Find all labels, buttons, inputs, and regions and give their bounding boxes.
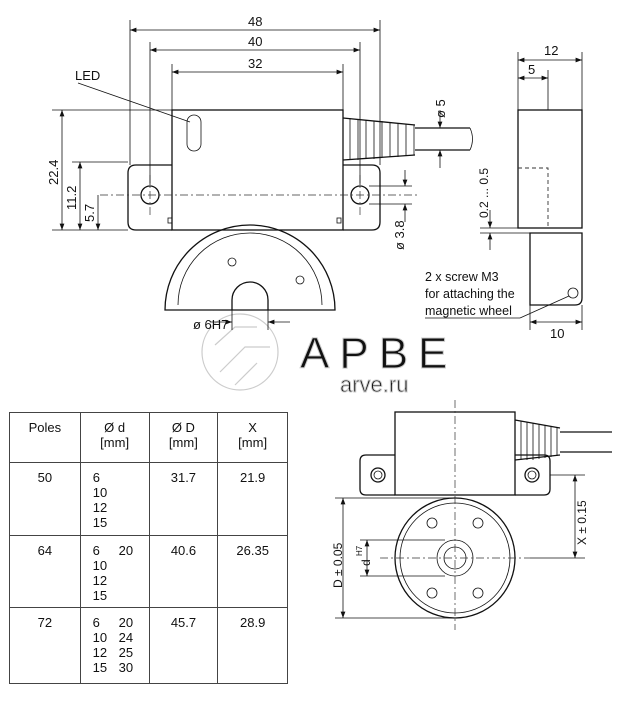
dim-gap: 0.2 ... 0.5 — [477, 168, 491, 218]
dim-48: 48 — [248, 14, 262, 29]
dim-d: d — [359, 559, 373, 566]
dim-5-7: 5.7 — [82, 204, 97, 222]
header-D: Ø D[mm] — [149, 413, 219, 463]
header-X: X[mm] — [218, 413, 288, 463]
cell-poles: 72 — [10, 608, 81, 684]
dim-hole-dia: ø 3.8 — [392, 220, 407, 250]
watermark-text: APBE — [300, 329, 457, 378]
note-line-1: 2 x screw M3 — [425, 270, 499, 284]
dim-10: 10 — [550, 326, 564, 341]
dim-bore: ø 6H7 — [193, 317, 228, 332]
header-poles: Poles — [10, 413, 81, 463]
watermark: APBE arve.ru — [201, 313, 457, 398]
watermark-url: arve.ru — [340, 372, 408, 397]
dim-D: D ± 0.05 — [331, 542, 345, 588]
sensor-front-view: 48 40 32 LED 22.4 11.2 5.7 ø 5 ø 3.8 — [46, 14, 473, 250]
cell-X: 21.9 — [218, 463, 288, 536]
dim-12: 12 — [544, 43, 558, 58]
note-line-2: for attaching the — [425, 287, 515, 301]
cable — [342, 117, 473, 161]
header-d: Ø d[mm] — [80, 413, 150, 463]
cell-X: 28.9 — [218, 608, 288, 684]
dim-32: 32 — [248, 56, 262, 71]
dim-22-4: 22.4 — [46, 160, 61, 185]
cell-D: 40.6 — [149, 536, 219, 608]
assembly-view: D ± 0.05 d H7 X ± 0.15 — [331, 400, 612, 630]
dim-X: X ± 0.15 — [575, 500, 589, 545]
cell-X: 26.35 — [218, 536, 288, 608]
dim-40: 40 — [248, 34, 262, 49]
cell-D: 31.7 — [149, 463, 219, 536]
cell-poles: 64 — [10, 536, 81, 608]
dim-d-tolerance: H7 — [355, 545, 364, 556]
dim-cable-dia: ø 5 — [433, 99, 448, 118]
note-line-3: magnetic wheel — [425, 304, 512, 318]
sensor-side-view: 12 5 0.2 ... 0.5 10 2 x screw M3 for att… — [425, 43, 583, 341]
table-header: Poles Ø d[mm] Ø D[mm] X[mm] — [10, 413, 288, 463]
led-label: LED — [75, 68, 100, 83]
cell-poles: 50 — [10, 463, 81, 536]
cell-D: 45.7 — [149, 608, 219, 684]
dim-5: 5 — [528, 62, 535, 77]
magnetic-wheel-half: ø 6H7 — [164, 224, 336, 332]
dim-11-2: 11.2 — [64, 186, 79, 210]
